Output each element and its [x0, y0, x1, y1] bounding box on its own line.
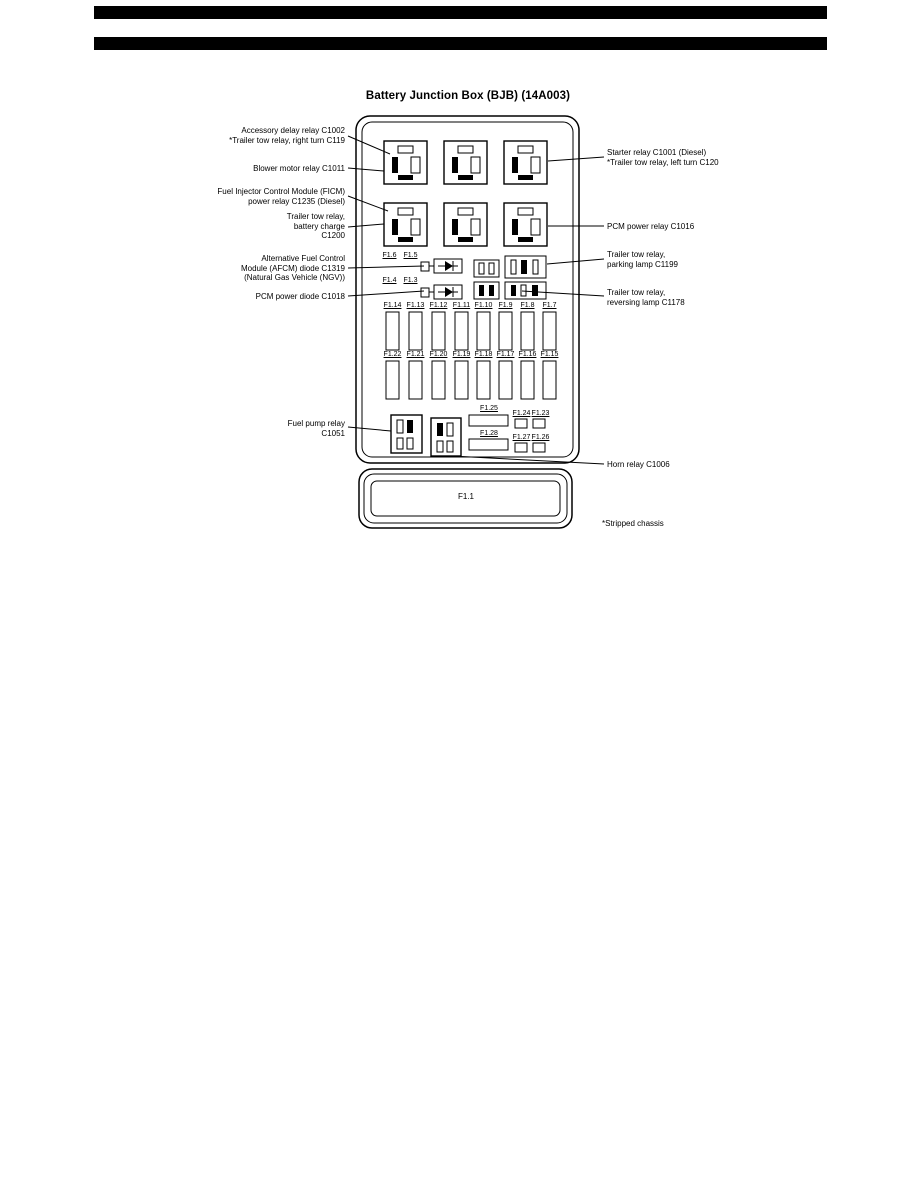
fuse-label-f1-19: F1.19 [452, 351, 471, 358]
note-stripped-chassis: *Stripped chassis [602, 519, 664, 528]
fuse-label-f1-24: F1.24 [512, 410, 531, 417]
fuse-label-f1-21: F1.21 [406, 351, 425, 358]
callout-line [347, 426, 392, 432]
fuse-label-f1-4: F1.4 [382, 277, 397, 284]
fuse-label-f1-18: F1.18 [474, 351, 493, 358]
callout-pcm-power-diode: PCM power diode C1018 [255, 292, 345, 301]
callout-line [546, 258, 605, 265]
diagram-title: Battery Junction Box (BJB) (14A003) [365, 90, 571, 102]
callout-line [547, 156, 605, 162]
callout-pcm-power-relay: PCM power relay C1016 [607, 222, 695, 231]
relay-grid [383, 140, 548, 247]
trailer-tow-connector-blocks [473, 255, 547, 300]
fuse-label-f1-8: F1.8 [520, 302, 535, 309]
callout-line [347, 135, 391, 155]
callout-afcm-diode: Alternative Fuel Control Module (AFCM) d… [240, 254, 345, 282]
callout-line [347, 195, 389, 212]
relay-mid-right [503, 202, 548, 247]
callout-line [347, 167, 385, 172]
callout-starter-relay: Starter relay C1001 (Diesel) *Trailer to… [607, 148, 719, 167]
callout-fuel-pump-relay: Fuel pump relay C1051 [287, 419, 345, 438]
callout-line [451, 455, 605, 465]
fuse-column-row-2 [385, 360, 557, 400]
fuse-label-f1-9: F1.9 [498, 302, 513, 309]
fuse-label-f1-12: F1.12 [429, 302, 448, 309]
relay-top-middle [443, 140, 488, 185]
fuse-label-f1-10: F1.10 [474, 302, 493, 309]
fuse-label-f1-1: F1.1 [457, 492, 474, 501]
callout-trailer-tow-parking-lamp: Trailer tow relay, parking lamp C1199 [607, 250, 679, 269]
fuse-label-f1-13: F1.13 [406, 302, 425, 309]
relay-mid-middle [443, 202, 488, 247]
fuse-label-f1-22: F1.22 [383, 351, 402, 358]
fuse-column-row-1 [385, 311, 557, 351]
fuse-label-f1-16: F1.16 [518, 351, 537, 358]
fuse-label-f1-14: F1.14 [383, 302, 402, 309]
fuse-label-f1-23: F1.23 [531, 410, 550, 417]
bottom-fuses [468, 414, 546, 453]
callout-line [347, 290, 425, 297]
callout-blower-motor-relay: Blower motor relay C1011 [253, 164, 345, 173]
relay-fuel-pump [390, 414, 423, 454]
pcm-power-diode [420, 284, 463, 300]
lower-compartment [358, 468, 573, 529]
top-black-bar-2 [94, 37, 827, 50]
fuse-label-f1-7: F1.7 [542, 302, 557, 309]
callout-accessory-delay-relay: Accessory delay relay C1002 *Trailer tow… [229, 126, 345, 145]
fuse-label-f1-26: F1.26 [531, 434, 550, 441]
fuse-label-f1-3: F1.3 [403, 277, 418, 284]
fuse-label-f1-20: F1.20 [429, 351, 448, 358]
relay-top-right [503, 140, 548, 185]
callout-line [347, 265, 425, 269]
fuse-label-f1-27: F1.27 [512, 434, 531, 441]
relay-mid-left [383, 202, 428, 247]
callout-horn-relay: Horn relay C1006 [607, 460, 670, 469]
callout-lines [347, 135, 605, 465]
fuse-label-f1-15: F1.15 [540, 351, 559, 358]
callout-ficm-power-relay: Fuel Injector Control Module (FICM) powe… [217, 187, 345, 206]
relay-top-left [383, 140, 428, 185]
relay-horn [430, 417, 462, 457]
top-black-bar-1 [94, 6, 827, 19]
callout-trailer-tow-reversing-lamp: Trailer tow relay, reversing lamp C1178 [607, 288, 685, 307]
fuse-label-f1-6: F1.6 [382, 252, 397, 259]
callout-trailer-tow-battery-charge: Trailer tow relay, battery charge C1200 [286, 212, 345, 240]
fuse-label-f1-28: F1.28 [480, 430, 498, 437]
fuse-label-f1-25: F1.25 [480, 405, 498, 412]
afcm-diode [420, 258, 463, 274]
callout-line [347, 223, 385, 228]
callout-line [521, 290, 605, 297]
fuse-label-f1-17: F1.17 [496, 351, 515, 358]
fuse-label-f1-5: F1.5 [403, 252, 418, 259]
fuse-label-f1-11: F1.11 [452, 302, 471, 309]
